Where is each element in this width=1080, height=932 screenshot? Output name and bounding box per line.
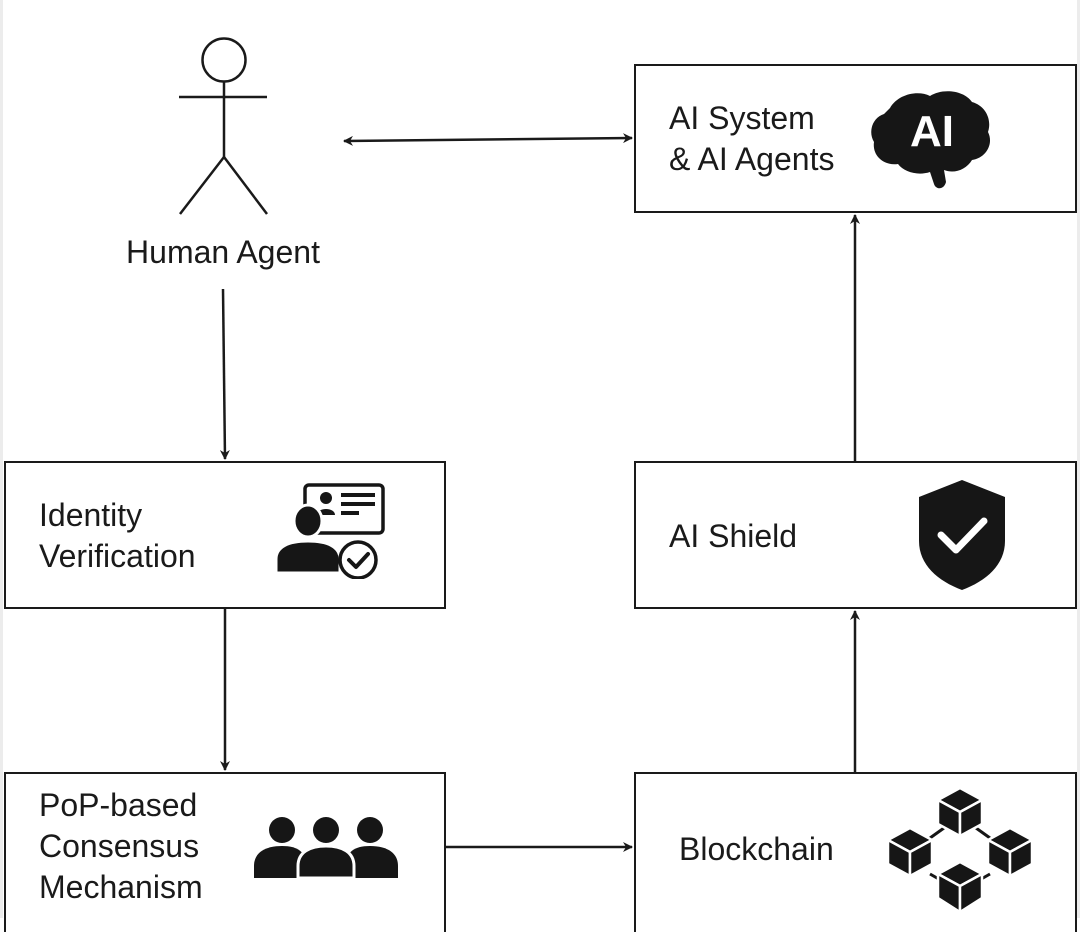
ai-brain-icon: AI <box>871 91 991 189</box>
node-label: PoP-based Consensus Mechanism <box>39 787 203 905</box>
node-pop-consensus[interactable]: PoP-based Consensus Mechanism <box>4 772 446 932</box>
ai-icon-text: AI <box>910 107 954 156</box>
node-label: AI System & AI Agents <box>669 100 835 177</box>
stick-figure-icon <box>179 37 268 215</box>
frame-edge-right <box>1077 0 1080 918</box>
human-agent-actor <box>170 36 276 220</box>
node-identity-verification[interactable]: Identity Verification <box>4 461 446 609</box>
edge-human-ai-system <box>343 133 633 146</box>
node-ai-system[interactable]: AI System & AI Agents AI <box>634 64 1077 213</box>
frame-edge-left <box>0 0 3 918</box>
node-label: AI Shield <box>669 518 798 554</box>
node-blockchain[interactable]: Blockchain <box>634 772 1077 932</box>
node-ai-shield[interactable]: AI Shield <box>634 461 1077 609</box>
blockchain-cubes-icon <box>886 786 1034 914</box>
human-agent-label: Human Agent <box>126 234 320 270</box>
shield-check-icon <box>919 480 1005 590</box>
group-users-icon <box>254 817 398 880</box>
node-label: Blockchain <box>679 831 834 867</box>
identity-verification-icon <box>274 483 385 579</box>
node-label: Identity Verification <box>39 497 196 574</box>
edge-human-identity <box>219 288 230 460</box>
